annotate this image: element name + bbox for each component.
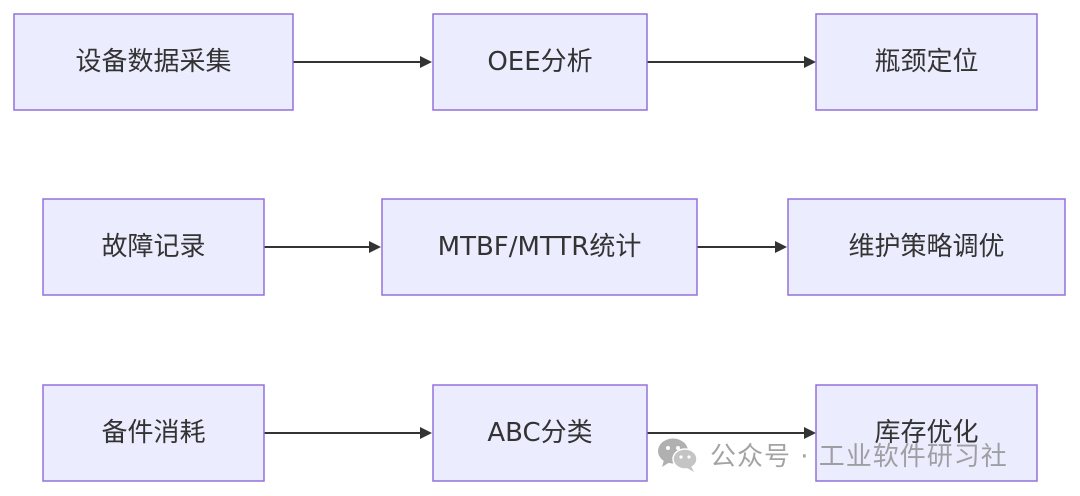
node-label: OEE分析	[487, 47, 592, 77]
edge-n1-n2	[293, 56, 432, 68]
node-label: 维护策略调优	[848, 232, 1004, 262]
nodes: 设备数据采集 OEE分析 瓶颈定位 故障记录 MTBF/MTTR统计 维护策略调…	[13, 13, 1066, 482]
node-label: 库存优化	[874, 418, 978, 448]
node-label: 故障记录	[101, 232, 205, 262]
node-label: 备件消耗	[101, 418, 205, 448]
node-n6[interactable]: 维护策略调优	[787, 198, 1066, 296]
edge-n7-n8	[264, 427, 432, 439]
arrowhead-icon	[420, 56, 432, 68]
node-label: MTBF/MTTR统计	[438, 232, 642, 262]
arrowhead-icon	[804, 56, 816, 68]
node-n8[interactable]: ABC分类	[432, 384, 648, 482]
watermark-text: 公众号 · 工业软件研习社	[710, 441, 1008, 472]
node-n3[interactable]: 瓶颈定位	[815, 13, 1038, 111]
arrowhead-icon	[804, 427, 816, 439]
wechat-icon	[658, 438, 698, 472]
node-label: ABC分类	[487, 418, 592, 448]
edge-n4-n5	[264, 241, 381, 253]
arrowhead-icon	[775, 241, 787, 253]
node-n9[interactable]: 库存优化	[815, 384, 1038, 482]
watermark: 公众号 · 工业软件研习社	[656, 432, 1008, 476]
node-label: 设备数据采集	[75, 47, 231, 77]
arrowhead-icon	[369, 241, 381, 253]
edges	[264, 56, 816, 439]
edge-n2-n3	[647, 56, 816, 68]
node-label: 瓶颈定位	[874, 47, 978, 77]
node-n2[interactable]: OEE分析	[432, 13, 648, 111]
arrowhead-icon	[420, 427, 432, 439]
node-n5[interactable]: MTBF/MTTR统计	[381, 198, 698, 296]
node-n1[interactable]: 设备数据采集	[13, 13, 294, 111]
edge-n5-n6	[697, 241, 787, 253]
node-n4[interactable]: 故障记录	[42, 198, 265, 296]
node-n7[interactable]: 备件消耗	[42, 384, 265, 482]
edge-n8-n9	[647, 427, 816, 439]
